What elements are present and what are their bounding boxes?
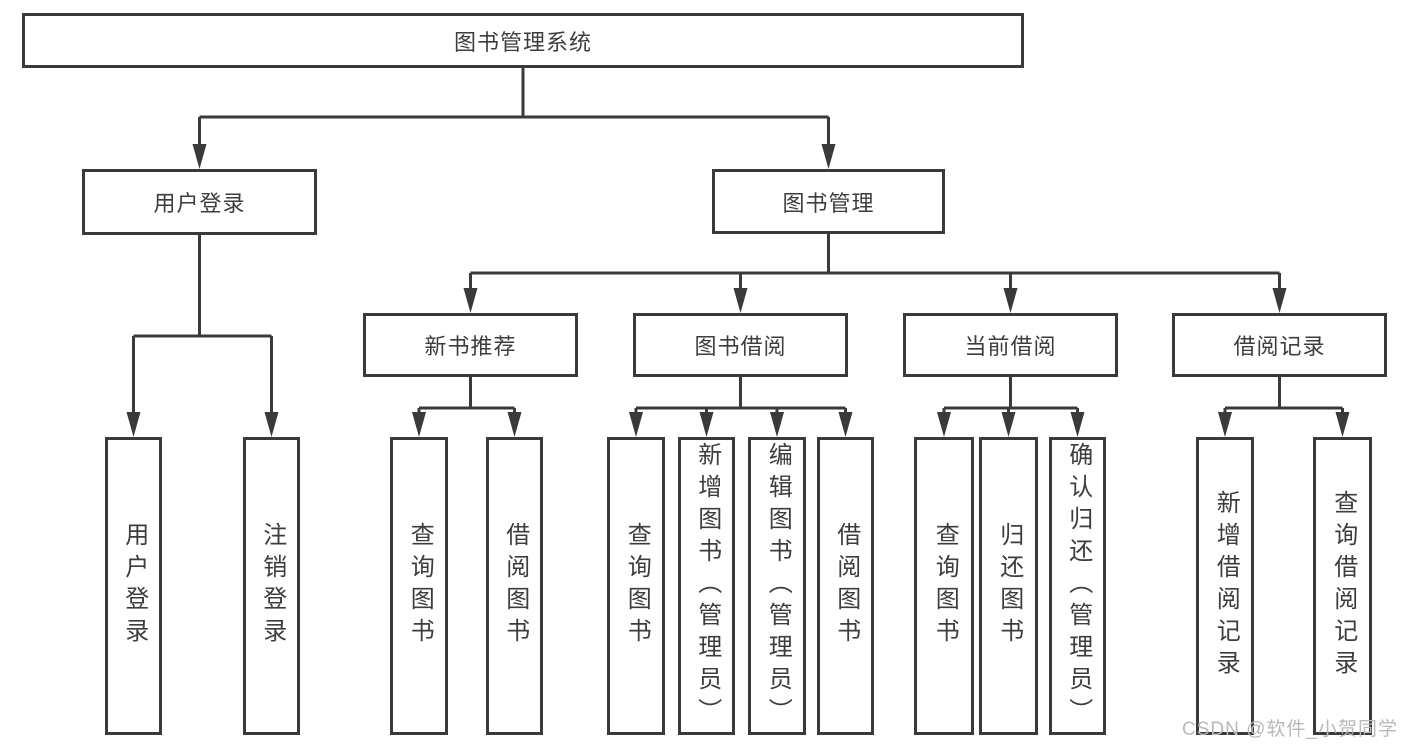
arrowhead bbox=[1335, 412, 1350, 437]
node-current-borrowing: 当前借阅 bbox=[903, 313, 1118, 377]
leaf-cb-query-books-label: 查询图书 bbox=[931, 522, 959, 650]
node-book-borrowing-label: 图书借阅 bbox=[694, 334, 787, 359]
leaf-bb-query-books: 查询图书 bbox=[607, 437, 665, 735]
node-root-label: 图书管理系统 bbox=[453, 29, 592, 55]
arrowhead bbox=[126, 412, 141, 437]
leaf-br-add-record-label: 新增借阅记录 bbox=[1212, 490, 1240, 682]
leaf-br-query-record-label: 查询借阅记录 bbox=[1329, 490, 1357, 682]
arrowhead bbox=[264, 412, 279, 437]
arrowhead bbox=[463, 288, 478, 313]
arrowhead bbox=[1001, 412, 1016, 437]
arrowhead bbox=[507, 412, 522, 437]
node-new-book-recommend-label: 新书推荐 bbox=[424, 334, 517, 359]
csdn-watermark: CSDN @软件_小贺同学 bbox=[1182, 719, 1398, 740]
arrowhead bbox=[937, 412, 951, 437]
leaf-bb-borrow-books-label: 借阅图书 bbox=[832, 522, 860, 650]
leaf-cb-return-books-label: 归还图书 bbox=[995, 522, 1023, 650]
leaf-bb-edit-books-label: 编辑图书（管理员） bbox=[764, 442, 792, 730]
leaf-cb-return-books: 归还图书 bbox=[979, 437, 1038, 735]
leaf-nbr-borrow-books-label: 借阅图书 bbox=[501, 522, 529, 650]
arrowhead bbox=[412, 412, 426, 437]
node-user-login-label: 用户登录 bbox=[153, 191, 246, 216]
leaf-bb-add-books-label: 新增图书（管理员） bbox=[693, 442, 721, 730]
leaf-user-login: 用户登录 bbox=[105, 437, 162, 735]
leaf-cb-confirm-return-label: 确认归还（管理员） bbox=[1064, 442, 1092, 730]
arrowhead bbox=[1218, 412, 1232, 437]
node-user-login: 用户登录 bbox=[82, 169, 317, 235]
arrowhead bbox=[629, 412, 643, 437]
leaf-user-login-label: 用户登录 bbox=[120, 522, 148, 650]
arrowhead bbox=[770, 412, 784, 437]
leaf-br-query-record: 查询借阅记录 bbox=[1313, 437, 1372, 735]
node-current-borrowing-label: 当前借阅 bbox=[964, 334, 1057, 359]
leaf-bb-add-books: 新增图书（管理员） bbox=[678, 437, 735, 735]
leaf-bb-query-books-label: 查询图书 bbox=[623, 522, 651, 650]
arrowhead bbox=[1003, 288, 1018, 313]
node-borrowing-records-label: 借阅记录 bbox=[1233, 334, 1326, 359]
leaf-bb-edit-books: 编辑图书（管理员） bbox=[748, 437, 806, 735]
arrowhead bbox=[1070, 412, 1085, 437]
arrowhead bbox=[1272, 288, 1287, 313]
leaf-bb-borrow-books: 借阅图书 bbox=[817, 437, 874, 735]
leaf-nbr-query-books: 查询图书 bbox=[390, 437, 448, 735]
leaf-cb-query-books: 查询图书 bbox=[914, 437, 974, 735]
leaf-cb-confirm-return: 确认归还（管理员） bbox=[1049, 437, 1106, 735]
arrowhead bbox=[821, 144, 836, 169]
leaf-nbr-borrow-books: 借阅图书 bbox=[486, 437, 543, 735]
node-borrowing-records: 借阅记录 bbox=[1172, 313, 1387, 377]
leaf-br-add-record: 新增借阅记录 bbox=[1196, 437, 1254, 735]
arrowhead bbox=[733, 288, 748, 313]
arrowhead bbox=[838, 412, 853, 437]
arrowhead bbox=[699, 412, 714, 437]
leaf-logout: 注销登录 bbox=[243, 437, 300, 735]
leaf-logout-label: 注销登录 bbox=[258, 522, 286, 650]
node-book-management: 图书管理 bbox=[712, 169, 945, 234]
node-book-management-label: 图书管理 bbox=[782, 190, 875, 216]
arrowhead bbox=[192, 144, 207, 169]
node-root: 图书管理系统 bbox=[22, 13, 1024, 68]
node-new-book-recommend: 新书推荐 bbox=[363, 313, 578, 377]
leaf-nbr-query-books-label: 查询图书 bbox=[406, 522, 434, 650]
node-book-borrowing: 图书借阅 bbox=[633, 313, 848, 377]
